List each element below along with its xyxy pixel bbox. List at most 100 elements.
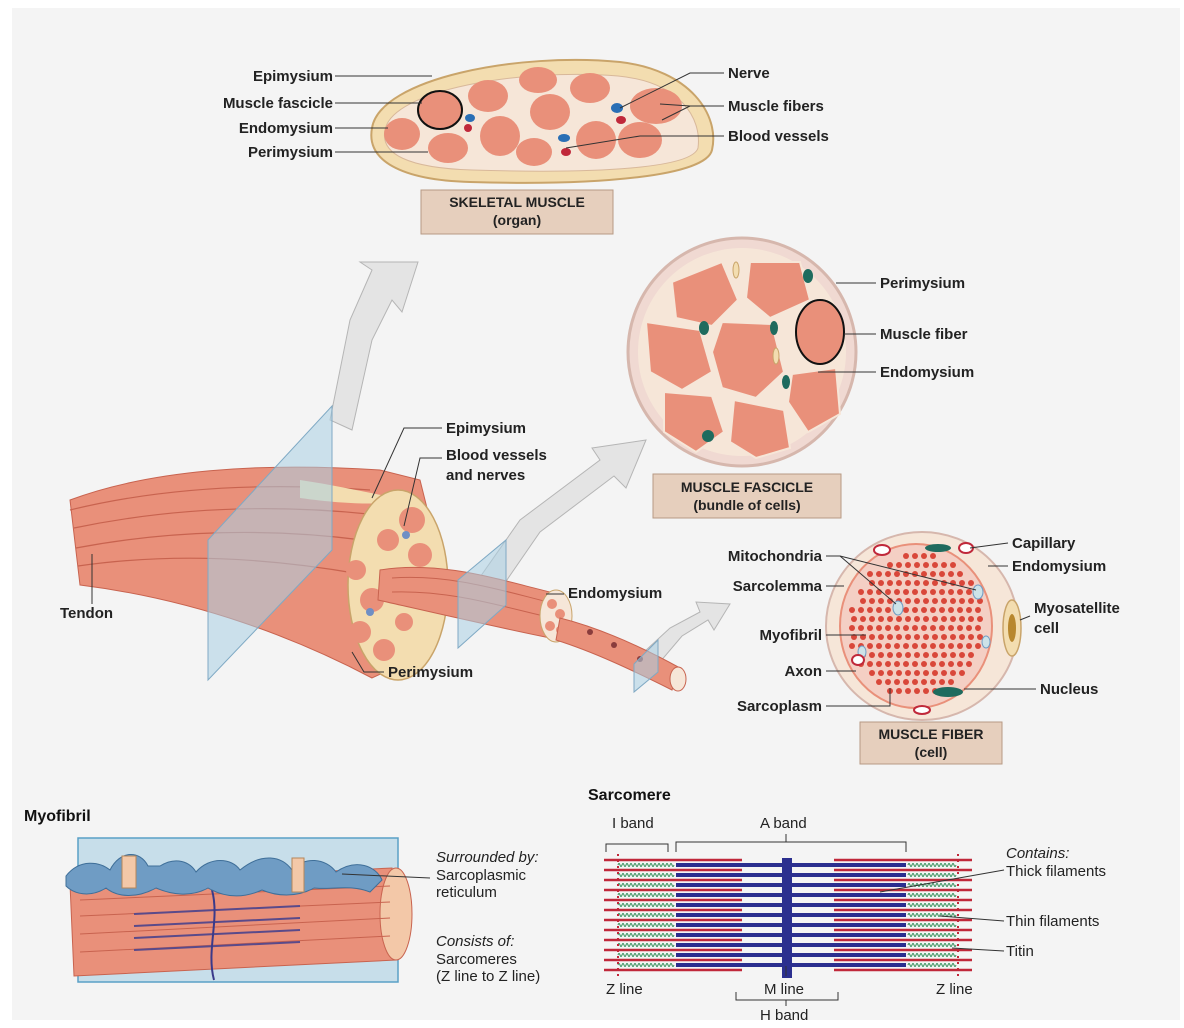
fascicle bbox=[468, 80, 508, 112]
myofibril-dot bbox=[896, 616, 902, 622]
myofibril-dot bbox=[912, 589, 918, 595]
myofibril-dot bbox=[903, 643, 909, 649]
label-myosatellite-cell: cell bbox=[1034, 620, 1059, 637]
myofibril-dot bbox=[941, 670, 947, 676]
thick-filaments-label: Thick filaments bbox=[1006, 863, 1106, 880]
nerve-dot bbox=[611, 103, 623, 113]
myofibril-dot bbox=[869, 616, 875, 622]
myofibril-dot bbox=[921, 607, 927, 613]
fascicle-nucleus bbox=[699, 321, 709, 335]
myofibril-title: Myofibril bbox=[24, 808, 91, 825]
myofibril-dot bbox=[921, 553, 927, 559]
label-sarcoplasm: Sarcoplasm bbox=[737, 698, 822, 715]
myofibril-dot bbox=[867, 625, 873, 631]
surrounded-by-2: reticulum bbox=[436, 884, 497, 901]
myofibril-dot bbox=[876, 625, 882, 631]
myofibril-dot bbox=[885, 607, 891, 613]
myofibril-dot bbox=[968, 616, 974, 622]
myofibril-dot bbox=[948, 589, 954, 595]
capillary bbox=[733, 262, 739, 278]
fascicle bbox=[516, 138, 552, 166]
myofibril-dot bbox=[914, 598, 920, 604]
myofibril-dot bbox=[878, 580, 884, 586]
h-band-label: H band bbox=[760, 1007, 808, 1024]
myofibril-dot bbox=[849, 643, 855, 649]
myofibril-dot bbox=[921, 643, 927, 649]
myofibril-dot bbox=[923, 688, 929, 694]
myofibril-dot bbox=[876, 661, 882, 667]
myofibril-dot bbox=[930, 589, 936, 595]
myofibril-dot bbox=[930, 607, 936, 613]
myofibril-dot bbox=[975, 643, 981, 649]
myofibril-dot bbox=[932, 670, 938, 676]
fascicle-nucleus bbox=[770, 321, 778, 335]
label-sarcolemma: Sarcolemma bbox=[733, 578, 823, 595]
fascicle bbox=[530, 94, 570, 130]
myofibril-dot bbox=[869, 670, 875, 676]
myofibril-dot bbox=[858, 607, 864, 613]
myofibril-dot bbox=[878, 670, 884, 676]
m-line-bar bbox=[782, 858, 792, 978]
label-perimysium-3: Perimysium bbox=[880, 275, 965, 292]
myofibril-dot bbox=[867, 589, 873, 595]
myofibril-dot bbox=[921, 589, 927, 595]
myofibril-dot bbox=[968, 634, 974, 640]
myofibril-dot bbox=[941, 634, 947, 640]
myofibril-dot bbox=[896, 562, 902, 568]
myofibril-dot bbox=[849, 625, 855, 631]
label-epimysium-2: Epimysium bbox=[446, 420, 526, 437]
myofibril-dot bbox=[896, 580, 902, 586]
myofibril-dot bbox=[948, 571, 954, 577]
myofibril-dot bbox=[905, 634, 911, 640]
myofibril-dot bbox=[887, 670, 893, 676]
myofibril-dot bbox=[957, 643, 963, 649]
myofibril-dot bbox=[950, 616, 956, 622]
myofibril-dot bbox=[948, 607, 954, 613]
label-myofibril: Myofibril bbox=[760, 627, 823, 644]
myofibril-dot bbox=[966, 661, 972, 667]
fascicle bbox=[384, 118, 420, 150]
myofibril-dot bbox=[950, 598, 956, 604]
myofibril-dot bbox=[959, 652, 965, 658]
myofibril-dot bbox=[896, 652, 902, 658]
myofibril-dot bbox=[959, 580, 965, 586]
myofibril-dot bbox=[930, 661, 936, 667]
titin-label: Titin bbox=[1006, 943, 1034, 960]
myofibril-dot bbox=[921, 661, 927, 667]
myofibril-dot bbox=[869, 634, 875, 640]
myofibril-dot bbox=[948, 679, 954, 685]
myofibril-dot bbox=[968, 598, 974, 604]
myofibril-dot bbox=[903, 625, 909, 631]
fiber-box-sub: (cell) bbox=[915, 744, 948, 760]
myofibril-dot bbox=[914, 670, 920, 676]
myofibril-dot bbox=[930, 625, 936, 631]
myofibril-dot bbox=[878, 616, 884, 622]
surrounded-by-1: Sarcoplasmic bbox=[436, 867, 527, 884]
myofibril-dot bbox=[876, 679, 882, 685]
myosatellite-nucleus bbox=[1008, 614, 1016, 642]
myofibril-dot bbox=[903, 661, 909, 667]
myofibril-dot bbox=[869, 652, 875, 658]
myofibril-dot bbox=[903, 607, 909, 613]
fiber-cut-face bbox=[670, 667, 686, 691]
myofibril-dot bbox=[887, 580, 893, 586]
highlighted-muscle-fiber bbox=[796, 300, 844, 364]
nerve-spot bbox=[366, 608, 374, 616]
myofibril-dot bbox=[896, 634, 902, 640]
myofibril-dot bbox=[905, 580, 911, 586]
myofibril-dot bbox=[932, 562, 938, 568]
fascicle bbox=[480, 116, 520, 156]
myofibril-dot bbox=[912, 607, 918, 613]
myofibril-dot bbox=[975, 625, 981, 631]
myofibril-dot bbox=[923, 634, 929, 640]
myofibril-dot bbox=[894, 625, 900, 631]
myofibril-dot bbox=[860, 616, 866, 622]
myofibril-dot bbox=[878, 652, 884, 658]
fascicle bbox=[570, 73, 610, 103]
capillary-3 bbox=[852, 655, 864, 665]
label-and-nerves: and nerves bbox=[446, 467, 525, 484]
myofibril-dot bbox=[941, 652, 947, 658]
myofibril-dot bbox=[939, 679, 945, 685]
label-tendon: Tendon bbox=[60, 605, 113, 622]
myofibril-dot bbox=[948, 661, 954, 667]
